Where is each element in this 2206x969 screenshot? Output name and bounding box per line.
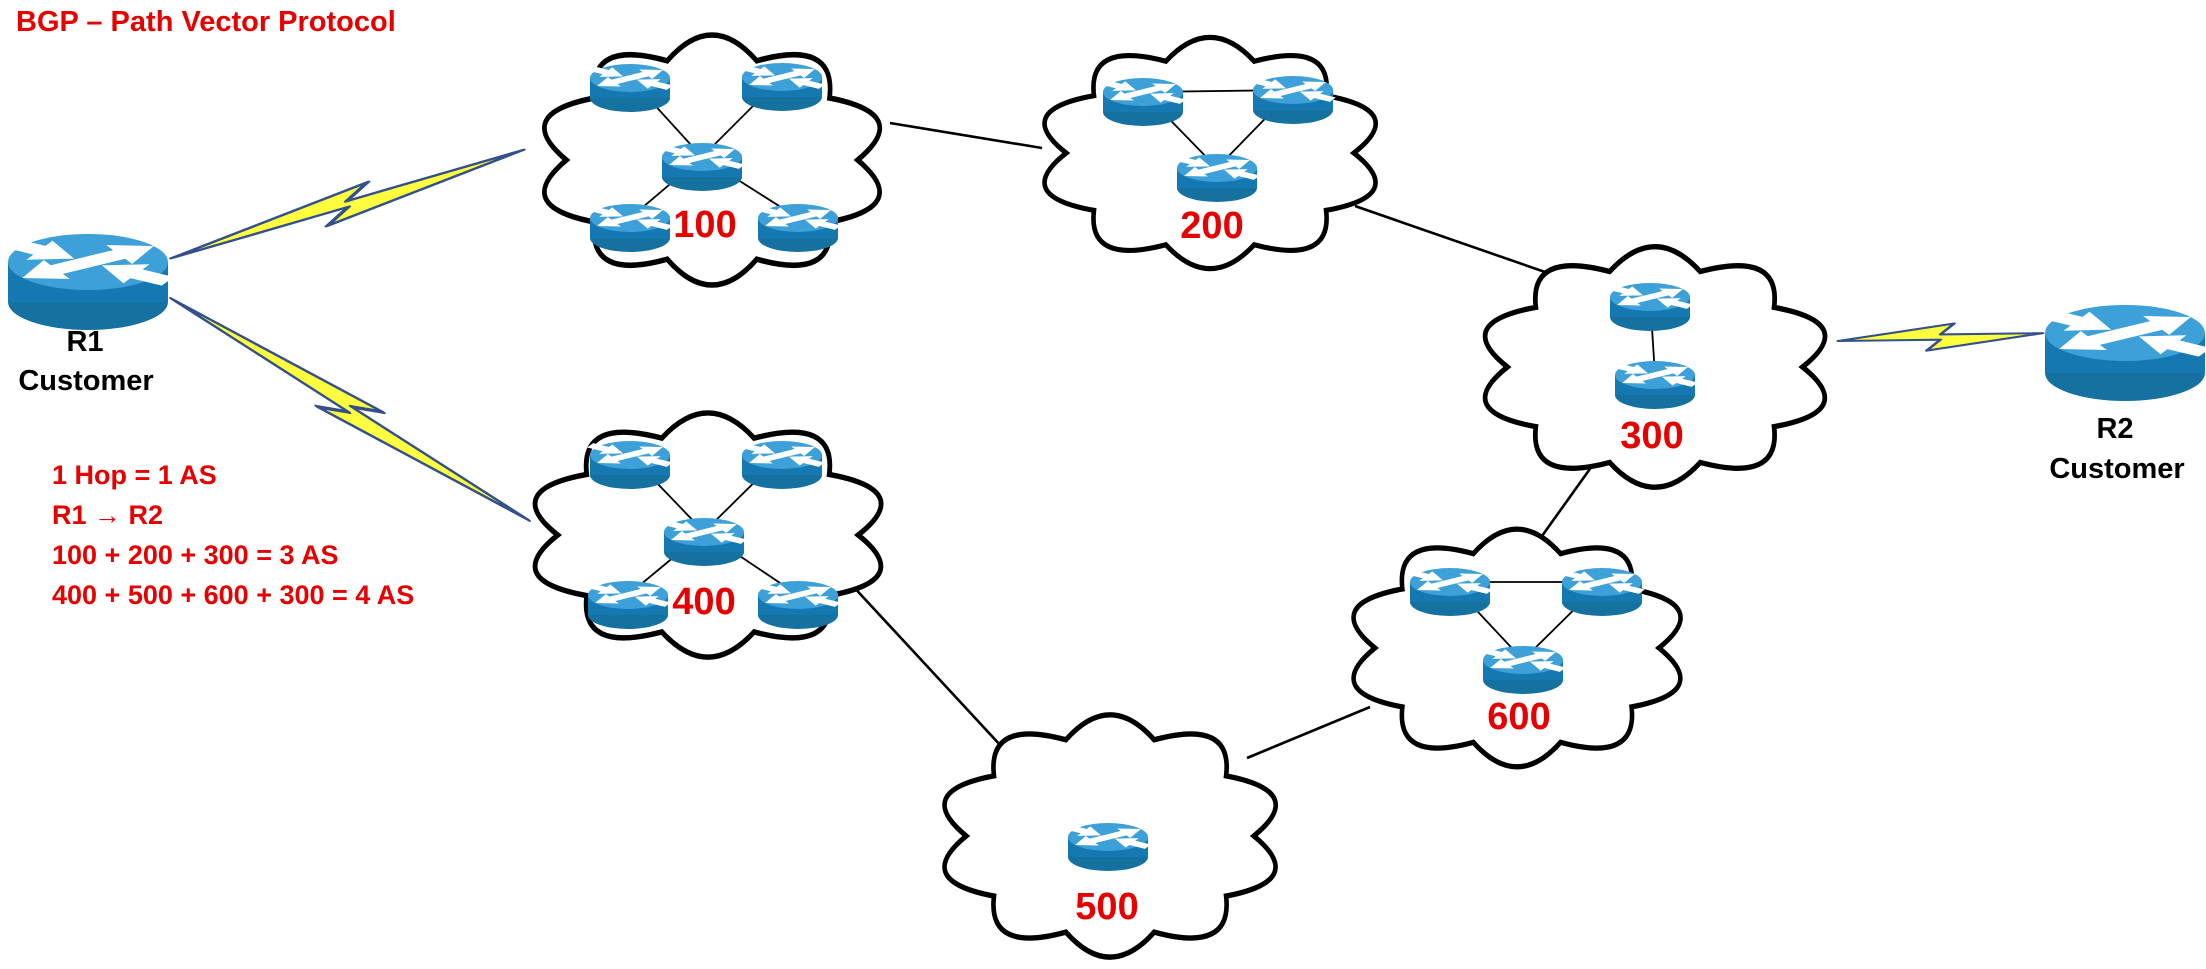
- note-line-1: 1 Hop = 1 AS: [52, 460, 217, 490]
- as400-router-icon: [751, 580, 845, 629]
- as-600-label: 600: [1487, 696, 1550, 738]
- as-300-label: 300: [1620, 415, 1683, 457]
- as-500-label: 500: [1075, 886, 1138, 928]
- link-line-500-600: [1246, 705, 1371, 760]
- as200-router-icon: [1246, 75, 1340, 124]
- as400-router-icon: [657, 517, 751, 566]
- router-r1-icon: [0, 233, 181, 330]
- as100-router-icon: [751, 203, 845, 252]
- as200-router-icon: [1096, 77, 1190, 126]
- lightning-link-r1-400-icon: [164, 286, 536, 532]
- as-200-label: 200: [1180, 205, 1243, 247]
- r1-role-label: Customer: [18, 365, 153, 397]
- note-line-3: 100 + 200 + 300 = 3 AS: [52, 540, 338, 570]
- as300-router-icon: [1603, 282, 1697, 331]
- link-line-100-200: [889, 121, 1043, 150]
- r1-name-label: R1: [66, 326, 103, 358]
- as600-router-icon: [1555, 567, 1649, 616]
- as600-router-icon: [1403, 567, 1497, 616]
- router-r2-icon: [2032, 304, 2206, 401]
- link-line-200-300: [1354, 204, 1546, 274]
- as300-router-icon: [1608, 360, 1702, 409]
- as100-router-icon: [583, 203, 677, 252]
- lightning-link-300-r2-icon: [1835, 318, 2045, 356]
- as100-router-icon: [655, 142, 749, 191]
- as-400-label: 400: [672, 581, 735, 623]
- note-line-2: R1 → R2: [52, 500, 163, 530]
- note-line-4: 400 + 500 + 600 + 300 = 4 AS: [52, 580, 414, 610]
- as100-router-icon: [735, 62, 829, 111]
- inter-as-links: [849, 121, 1594, 760]
- as400-router-icon: [583, 440, 677, 489]
- as-100-label: 100: [673, 204, 736, 246]
- lightning-link-r1-100-icon: [168, 136, 528, 273]
- r2-name-label: R2: [2096, 413, 2133, 445]
- as200-router-icon: [1170, 153, 1264, 202]
- as500-router-icon: [1061, 822, 1155, 871]
- as400-router-icon: [735, 440, 829, 489]
- diagram-title: BGP – Path Vector Protocol: [16, 6, 396, 38]
- as400-router-icon: [581, 580, 675, 629]
- as100-router-icon: [583, 63, 677, 112]
- r2-role-label: Customer: [2049, 453, 2184, 485]
- annotation-notes: 1 Hop = 1 AS R1 → R2 100 + 200 + 300 = 3…: [52, 460, 414, 610]
- as600-router-icon: [1476, 645, 1570, 694]
- link-line-400-500: [849, 582, 1003, 748]
